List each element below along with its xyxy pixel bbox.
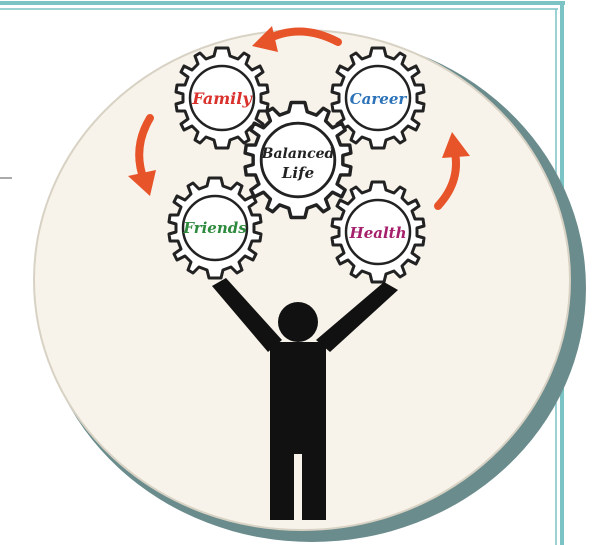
curved-arrow-icon: [128, 114, 156, 196]
gear-label-friends: Friends: [182, 219, 247, 237]
gear-label-balanced: Balanced: [261, 146, 335, 162]
gear-label-health: Health: [349, 224, 407, 242]
gear-label-family: Family: [191, 89, 253, 108]
curved-arrow-icon: [434, 132, 470, 210]
person-arms-raised-icon: [212, 278, 398, 520]
gear-label-career: Career: [350, 90, 408, 108]
curved-arrow-icon: [252, 26, 342, 52]
gear-label-life: Life: [281, 164, 314, 182]
